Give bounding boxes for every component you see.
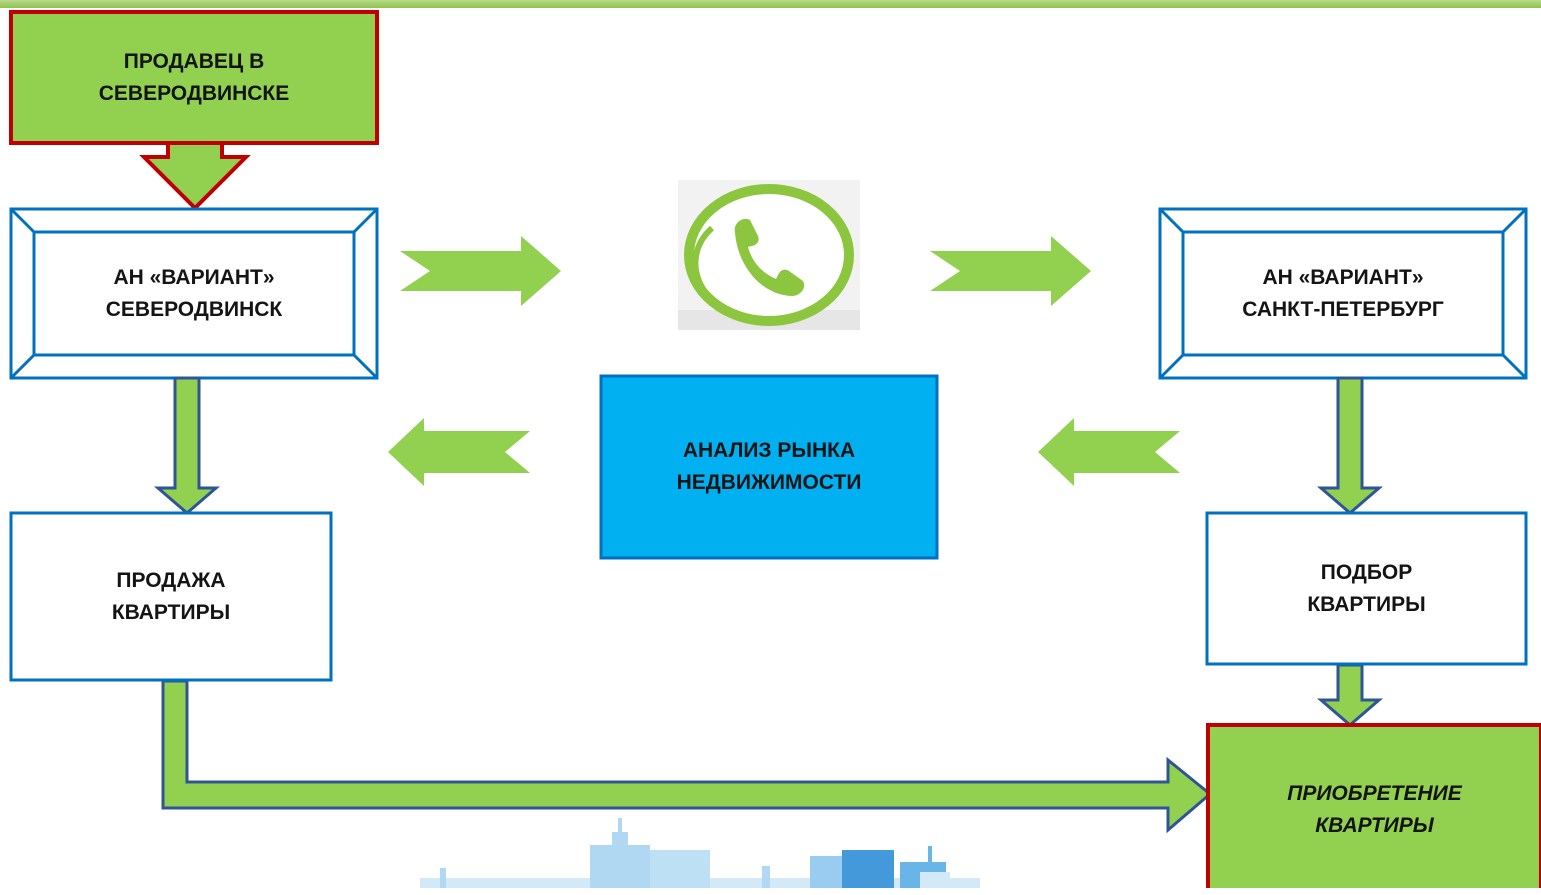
left-chevron-arrow-right xyxy=(1038,418,1180,486)
seller-down-arrow xyxy=(139,141,251,211)
selection-down-arrow xyxy=(1316,663,1384,727)
apartment-sale-label: ПРОДАЖА КВАРТИРЫ xyxy=(111,568,231,624)
phone-icon xyxy=(678,180,860,330)
right-chevron-arrow-left xyxy=(400,236,561,306)
left-chevron-arrow-left xyxy=(388,418,530,486)
sale-to-purchase-arrow xyxy=(161,679,1213,834)
seller-label: ПРОДАВЕЦ В СЕВЕРОДВИНСКЕ xyxy=(98,49,290,105)
right-chevron-arrow-right xyxy=(930,236,1091,306)
spb-down-arrow xyxy=(1316,376,1384,515)
agency-spb-box xyxy=(1158,207,1528,380)
apartment-sale-box xyxy=(9,511,333,682)
apartment-purchase-label: ПРИОБРЕТЕНИЕ КВАРТИРЫ xyxy=(1287,782,1462,837)
agency-severodvinsk-label: АН «ВАРИАНТ» СЕВЕРОДВИНСК xyxy=(105,265,283,321)
apartment-selection-label: ПОДБОР КВАРТИРЫ xyxy=(1307,560,1426,616)
agency-severodvinsk-box xyxy=(9,207,379,380)
top-accent-line xyxy=(0,0,1541,8)
apartment-purchase-box xyxy=(1206,723,1541,888)
apartment-selection-box xyxy=(1205,511,1528,666)
market-analysis-box xyxy=(599,374,939,560)
agency-spb-label: АН «ВАРИАНТ» САНКТ-ПЕТЕРБУРГ xyxy=(1242,265,1444,321)
market-analysis-label: АНАЛИЗ РЫНКА НЕДВИЖИМОСТИ xyxy=(676,439,862,494)
severodvinsk-down-arrow xyxy=(153,376,221,515)
city-skyline-icon xyxy=(420,818,980,888)
